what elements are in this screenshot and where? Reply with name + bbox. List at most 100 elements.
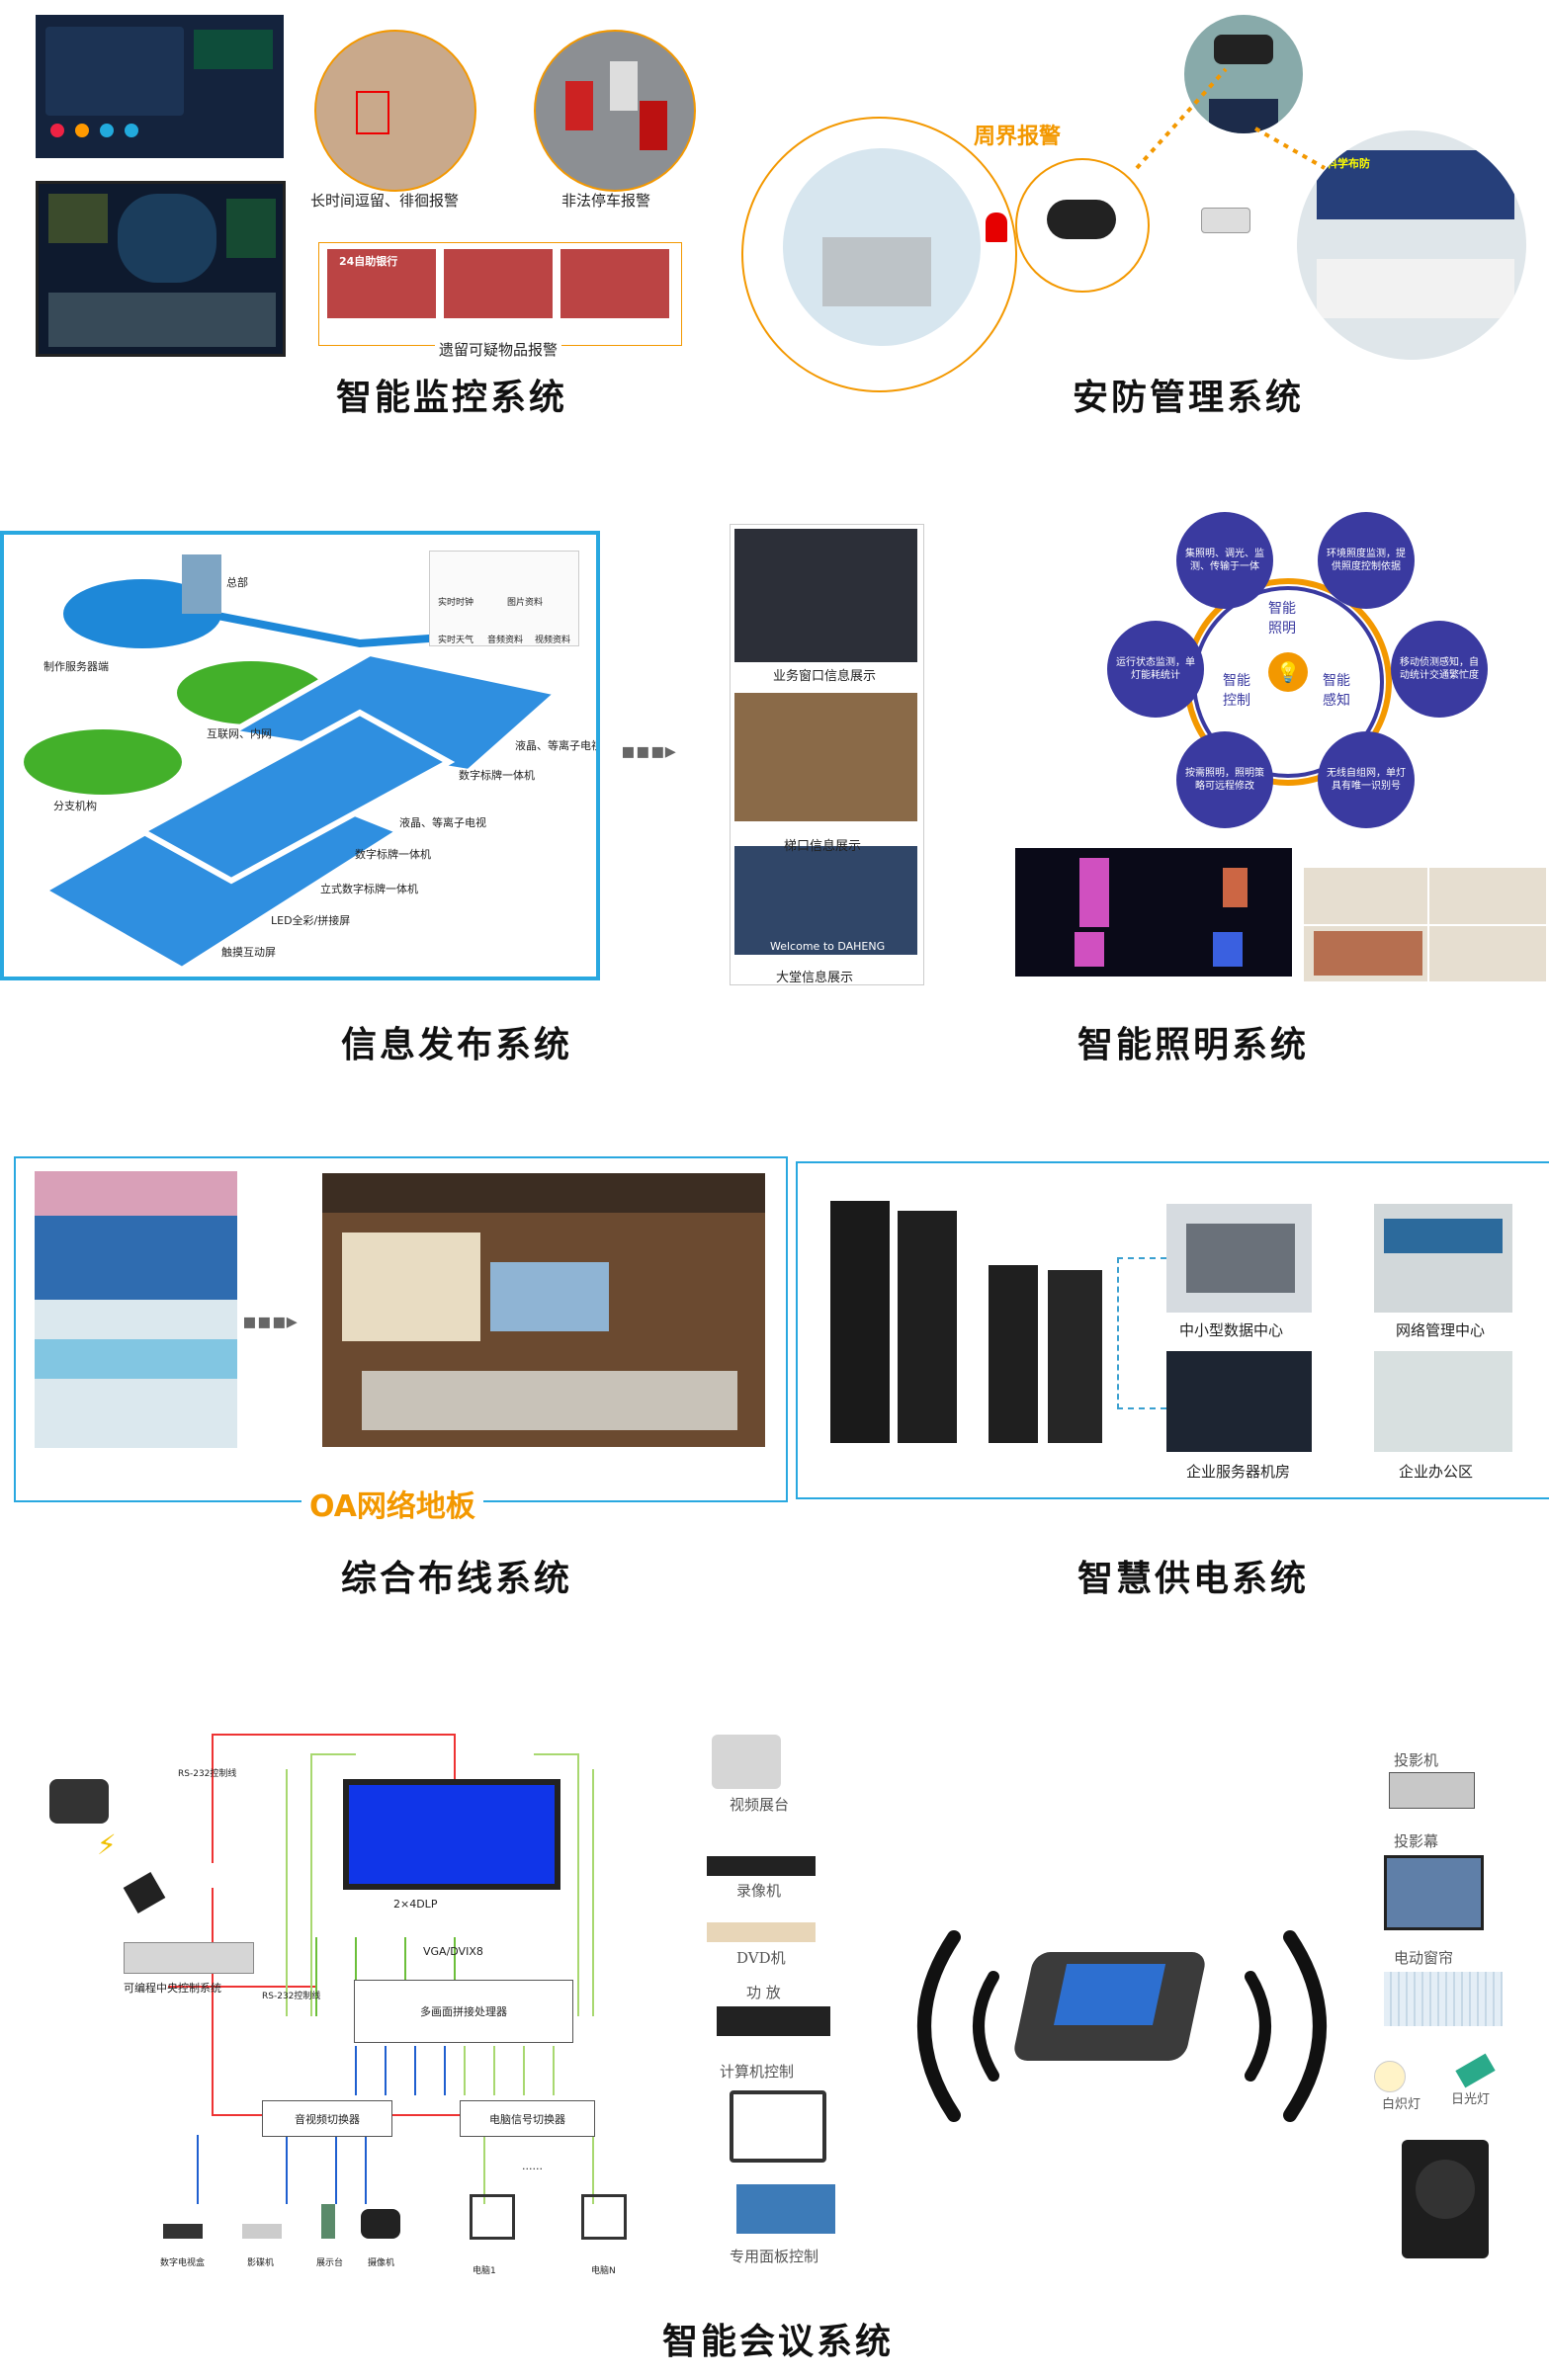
screen-icon <box>1384 1855 1484 1930</box>
server-room-photo <box>1166 1351 1312 1452</box>
loiter-caption: 长时间逗留、徘徊报警 <box>310 192 460 210</box>
fence-photo <box>741 117 1017 392</box>
pc-switch-box: 电脑信号切换器 <box>460 2100 595 2137</box>
device-label-1: 数字电视盒 <box>160 2258 206 2268</box>
curtain-label: 电动窗帘 <box>1394 1949 1454 1967</box>
device-label-2: 影碟机 <box>247 2258 275 2268</box>
dvd-label: DVD机 <box>736 1949 786 1967</box>
bulb-icon: 💡 <box>1268 652 1308 692</box>
device-icons-row <box>163 2204 410 2244</box>
interior-lighting-photos <box>1304 868 1546 981</box>
dvd-icon <box>707 1922 816 1942</box>
power-title: 智慧供电系统 <box>1077 1559 1310 1599</box>
arrow-icon: ▪▪▪▸ <box>621 739 676 764</box>
welcome-banner: Welcome to DAHENG <box>770 940 886 953</box>
lighting-node-2: 环境照度监测，提供照度控制依据 <box>1318 512 1415 609</box>
audio-caption: 音频资料 <box>487 636 524 645</box>
amp-label: 功 放 <box>746 1984 781 2001</box>
alarm-light-icon <box>986 212 1007 242</box>
info-network <box>24 579 564 974</box>
loiter-photo <box>314 30 476 192</box>
datacenter-caption: 中小型数据中心 <box>1179 1321 1284 1339</box>
sign2-label: 数字标牌一体机 <box>355 848 431 861</box>
pc-control-icon <box>730 2090 826 2163</box>
media-icons-panel: 实时时钟 图片资料 实时天气 音频资料 视频资料 <box>429 551 579 646</box>
recorder-icon <box>707 1856 816 1876</box>
control-room-photo: 科学布防 <box>1297 130 1526 360</box>
led-label: LED全彩/拼接屏 <box>271 914 351 927</box>
projector-label: 投影机 <box>1394 1751 1439 1769</box>
incandescent-label: 白炽灯 <box>1382 2097 1421 2112</box>
lcd2-label: 液晶、等离子电视 <box>399 816 486 829</box>
lighting-node-3: 移动侦测感知，自动统计交通繁忙度 <box>1391 621 1488 718</box>
dashboard-screen-1 <box>36 15 284 158</box>
doc-camera-icon <box>712 1735 781 1789</box>
display-gallery: Welcome to DAHENG <box>730 524 924 985</box>
lcd1-label: 液晶、等离子电视 <box>515 739 600 752</box>
cabling-title: 综合布线系统 <box>341 1559 573 1599</box>
hq-label: 总部 <box>226 576 248 589</box>
branch-bracket <box>1117 1257 1166 1409</box>
internet-label: 互联网、内网 <box>207 727 272 740</box>
pc-label-1: 电脑1 <box>473 2266 496 2276</box>
dashboard-screen-2 <box>36 181 286 357</box>
speaker-icon <box>1402 2140 1489 2258</box>
lighting-title: 智能照明系统 <box>1077 1025 1310 1065</box>
building-icon <box>182 554 221 614</box>
wall-text: 科学布防 <box>1327 157 1370 170</box>
left-item-caption: 遗留可疑物品报警 <box>435 339 562 360</box>
office-area-caption: 企业办公区 <box>1399 1463 1474 1481</box>
parking-caption: 非法停车报警 <box>561 192 651 210</box>
power-frame <box>796 1161 1549 1499</box>
control-host <box>124 1942 254 1974</box>
panel-control-icon <box>736 2184 835 2234</box>
info-title: 信息发布系统 <box>341 1025 573 1065</box>
central-label: 可编程中央控制系统 <box>124 1982 221 1995</box>
fluorescent-label: 日光灯 <box>1451 2092 1491 2107</box>
pc-label-n: 电脑N <box>591 2266 616 2276</box>
image-caption: 图片资料 <box>507 598 544 608</box>
doc-camera-label: 视频展台 <box>730 1796 790 1814</box>
bulb-light-icon <box>1374 2061 1406 2092</box>
bank-sign: 24自助银行 <box>339 255 398 268</box>
av-switch-box: 音视频切换器 <box>262 2100 392 2137</box>
meeting-title: 智能会议系统 <box>662 2322 895 2362</box>
lighting-node-4: 无线自组网，单灯具有唯一识别号 <box>1318 731 1415 828</box>
datacenter-photo <box>1166 1204 1312 1313</box>
branch-label: 分支机构 <box>53 800 97 812</box>
oa-floor-badge: OA网络地板 <box>301 1482 483 1525</box>
monitoring-title: 智能监控系统 <box>336 378 568 418</box>
raised-floor-photo <box>35 1171 237 1300</box>
fluorescent-icon <box>1455 2053 1496 2088</box>
ups-cabinets <box>830 1201 1107 1443</box>
link-lines <box>1135 67 1326 170</box>
clock-caption: 实时时钟 <box>438 598 474 608</box>
touch-label: 触摸互动屏 <box>221 946 276 959</box>
center-label-3: 智能感知 <box>1323 673 1350 709</box>
pc-icon-n <box>581 2194 627 2240</box>
center-label-2: 智能控制 <box>1223 673 1250 709</box>
recorder-label: 录像机 <box>736 1882 782 1900</box>
rs232-b-label: RS-232控制线 <box>262 1992 321 2001</box>
lighting-node-1: 集照明、调光、监测、传输于一体 <box>1176 512 1273 609</box>
amp-icon <box>717 2006 830 2036</box>
weather-caption: 实时天气 <box>438 636 474 645</box>
parking-photo <box>534 30 696 192</box>
wireless-signal-icon <box>917 1930 1327 2122</box>
center-label-1: 智能照明 <box>1268 601 1296 637</box>
curtain-icon <box>1384 1972 1503 2026</box>
touch-control-panel <box>1011 1952 1208 2061</box>
cable-tray-photo <box>35 1300 237 1448</box>
info-diagram: 总部 制作服务器端 互联网、内网 分支机构 液晶、等离子电视 数字标牌一体机 液… <box>0 531 600 980</box>
lightning-icon: ⚡ <box>97 1828 117 1861</box>
video-wall <box>343 1779 560 1890</box>
sign1-label: 数字标牌一体机 <box>459 769 535 782</box>
server-room-caption: 企业服务器机房 <box>1186 1463 1291 1481</box>
window-caption: 业务窗口信息展示 <box>773 669 877 684</box>
network-center-caption: 网络管理中心 <box>1396 1321 1486 1339</box>
night-building-photos <box>1015 848 1292 977</box>
panel-control-label: 专用面板控制 <box>730 2248 819 2265</box>
touch-panel-icon <box>49 1779 109 1824</box>
pc-icon-1 <box>470 2194 515 2240</box>
server-label: 制作服务器端 <box>43 660 109 673</box>
